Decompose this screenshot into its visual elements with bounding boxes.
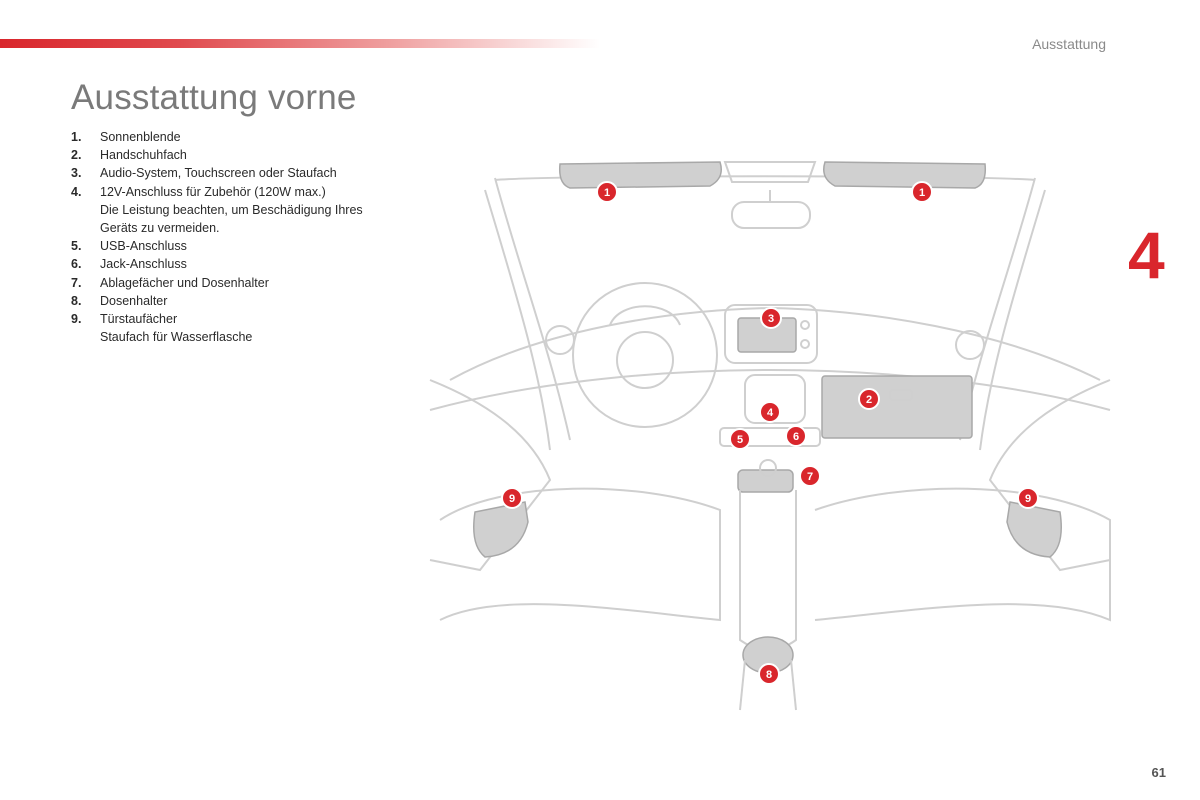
legend-text: Staufach für Wasserflasche (100, 330, 253, 345)
legend-number: 2. (71, 148, 82, 163)
legend-text: Ablagefächer und Dosenhalter (100, 275, 269, 290)
marker-jack: 6 (785, 425, 807, 447)
legend-item: 5. USB-Anschluss (71, 237, 401, 255)
marker-label: 8 (766, 669, 772, 681)
steering-hub (616, 331, 674, 389)
climate-control (744, 374, 806, 424)
marker-cup-holder: 8 (758, 663, 780, 685)
legend-item: 8. Dosenhalter (71, 292, 401, 310)
vent-right (955, 330, 985, 360)
a-pillar-left-outer (484, 189, 551, 451)
marker-label: 9 (1025, 493, 1031, 505)
legend-text: Dosenhalter (100, 293, 168, 308)
legend-item: 9. Türstaufächer Staufach für Wasserflas… (71, 310, 401, 346)
legend-text: Handschuhfach (100, 148, 187, 163)
dashboard-lower (429, 368, 1111, 411)
rearview-mirror (731, 201, 811, 229)
legend-number: 6. (71, 257, 82, 272)
overhead-console (723, 161, 817, 183)
gear-knob (759, 459, 777, 477)
door-pocket-right (1006, 501, 1062, 558)
legend-number: 7. (71, 275, 82, 290)
sun-visor-right (823, 161, 987, 189)
windshield-frame (494, 175, 1036, 181)
marker-label: 1 (604, 187, 610, 199)
legend-text: 12V-Anschluss für Zubehör (120W max.) (100, 184, 326, 199)
marker-label: 4 (767, 407, 774, 419)
seat-right (814, 487, 1111, 622)
legend-number: 4. (71, 184, 82, 199)
legend-text: Audio-System, Touchscreen oder Staufach (100, 166, 337, 181)
legend-text: Jack-Anschluss (100, 257, 187, 272)
legend-item: 4. 12V-Anschluss für Zubehör (120W max.)… (71, 183, 401, 238)
marker-label: 5 (737, 434, 743, 446)
a-pillar-left (494, 177, 571, 441)
marker-label: 6 (793, 431, 799, 443)
legend-item: 7. Ablagefächer und Dosenhalter (71, 274, 401, 292)
glovebox-handle (889, 389, 913, 401)
center-stack (724, 304, 818, 364)
chapter-number: 4 (1128, 218, 1165, 292)
page-title: Ausstattung vorne (71, 78, 357, 117)
page-number: 61 (1151, 765, 1166, 780)
legend-item: 6. Jack-Anschluss (71, 255, 401, 273)
marker-label: 2 (866, 394, 872, 406)
steering-wheel (572, 282, 718, 428)
instrument-cluster (609, 305, 681, 326)
marker-label: 7 (807, 471, 813, 483)
marker-door-left: 9 (501, 487, 523, 509)
marker-label: 1 (919, 187, 925, 199)
marker-label: 9 (509, 493, 515, 505)
legend-item: 1. Sonnenblende (71, 128, 401, 146)
legend-text: Türstaufächer (100, 312, 178, 327)
sun-visor-left (558, 161, 722, 189)
marker-storage: 7 (799, 465, 821, 487)
legend-number: 1. (71, 130, 82, 144)
car-interior-illustration: 1 1 3 2 4 5 6 7 8 9 9 (429, 161, 1111, 711)
legend-note: Die Leistung beachten, um Beschädigung I… (100, 202, 363, 236)
tunnel (739, 659, 797, 711)
console-storage (737, 469, 794, 493)
center-console (739, 490, 797, 651)
audio-knob-bottom (800, 339, 810, 349)
marker-sun-visor-right: 1 (911, 181, 933, 203)
door-right (988, 379, 1111, 572)
marker-sun-visor-left: 1 (596, 181, 618, 203)
door-pocket-left (473, 501, 529, 558)
legend-number: 9. (71, 312, 82, 327)
legend-item: 2. Handschuhfach (71, 146, 401, 164)
marker-audio-system: 3 (760, 307, 782, 329)
marker-glovebox: 2 (858, 388, 880, 410)
legend-text: USB-Anschluss (100, 239, 187, 254)
a-pillar-right-outer (979, 189, 1046, 451)
legend-number: 5. (71, 239, 82, 254)
marker-door-right: 9 (1017, 487, 1039, 509)
section-header: Ausstattung (1032, 36, 1106, 52)
door-left (429, 379, 552, 572)
legend-number: 3. (71, 166, 82, 181)
marker-12v-socket: 4 (759, 401, 781, 423)
socket-panel (719, 427, 821, 447)
marker-label: 3 (768, 313, 774, 325)
legend-text: Sonnenblende (100, 130, 181, 144)
legend-list: 1. Sonnenblende 2. Handschuhfach 3. Audi… (71, 128, 401, 346)
glovebox (821, 375, 973, 439)
audio-knob-top (800, 320, 810, 330)
header-accent-bar (0, 39, 600, 48)
legend-item: 3. Audio-System, Touchscreen oder Staufa… (71, 164, 401, 182)
marker-usb: 5 (729, 428, 751, 450)
legend-number: 8. (71, 293, 82, 308)
